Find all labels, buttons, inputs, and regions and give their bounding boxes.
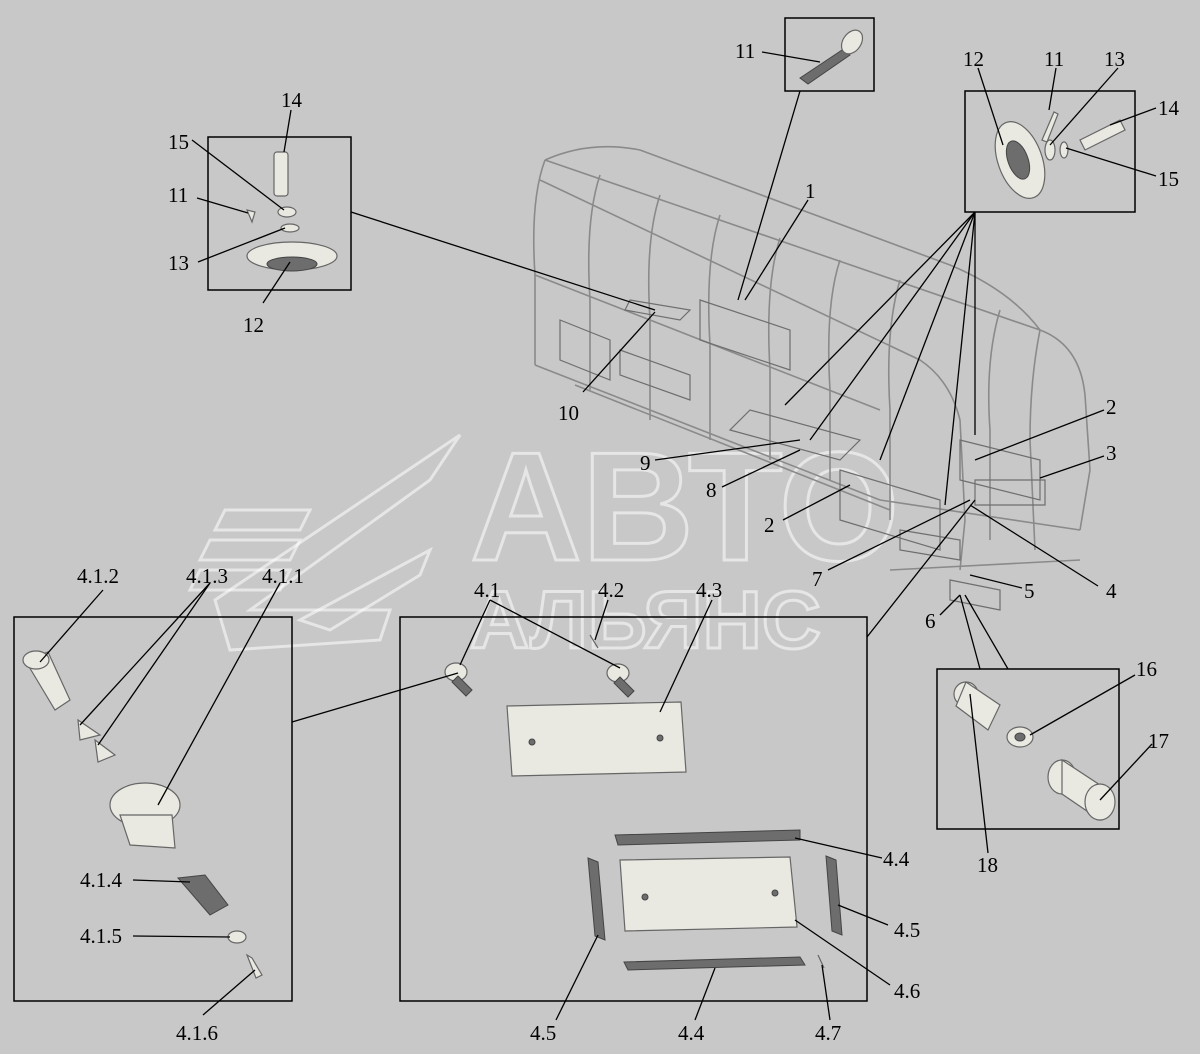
label-4-2: 4.2 [598, 578, 624, 602]
hatch-assembly-parts [444, 634, 843, 971]
label-7: 7 [812, 567, 823, 591]
label-4: 4 [1106, 579, 1117, 603]
label-15-right: 15 [1158, 167, 1179, 191]
label-18: 18 [977, 853, 998, 877]
label-14-left: 14 [281, 88, 303, 112]
label-4-1-4: 4.1.4 [80, 868, 123, 892]
label-4-1-2: 4.1.2 [77, 564, 119, 588]
label-11-top: 11 [735, 39, 755, 63]
label-4-1-5: 4.1.5 [80, 924, 122, 948]
label-4-7: 4.7 [815, 1021, 841, 1045]
right-hinge-parts [994, 111, 1126, 199]
left-hinge-parts [245, 151, 338, 272]
watermark-line2: АЛЬЯНС [470, 575, 821, 666]
label-4-5-right: 4.5 [894, 918, 920, 942]
hatch-plate-bottom [619, 856, 798, 932]
label-12-left: 12 [243, 313, 264, 337]
label-4-5-bottom: 4.5 [530, 1021, 556, 1045]
label-13-right: 13 [1104, 47, 1125, 71]
label-16: 16 [1136, 657, 1157, 681]
label-4-3: 4.3 [696, 578, 722, 602]
lock-assembly-parts [22, 650, 263, 979]
part-labels: 11 1 14 15 11 13 12 10 12 11 13 14 15 2 … [77, 39, 1180, 1045]
label-14-right: 14 [1158, 96, 1180, 120]
callout-box-lock-assembly [13, 616, 293, 1002]
label-4-1-1: 4.1.1 [262, 564, 304, 588]
callout-box-roller [936, 668, 1120, 830]
watermark-line1: АВТО [470, 420, 899, 593]
leader-lines [39, 51, 1157, 1021]
label-1: 1 [805, 179, 816, 203]
label-2-lower: 2 [764, 513, 775, 537]
label-4-1-6: 4.1.6 [176, 1021, 218, 1045]
label-4-1-3: 4.1.3 [186, 564, 228, 588]
roller-parts [953, 681, 1116, 822]
label-17: 17 [1148, 729, 1169, 753]
label-10: 10 [558, 401, 579, 425]
label-5: 5 [1024, 579, 1035, 603]
callout-box-hatch-assembly [399, 616, 868, 1002]
label-4-4-bottom: 4.4 [678, 1021, 705, 1045]
watermark-logo: АВТО АЛЬЯНС [187, 419, 901, 668]
label-9: 9 [640, 451, 651, 475]
label-4-6: 4.6 [894, 979, 920, 1003]
callout-box-top-pin [784, 17, 875, 92]
callout-box-right-hinge [964, 90, 1136, 213]
label-11-left: 11 [168, 183, 188, 207]
label-4-4-right: 4.4 [883, 847, 910, 871]
label-11-right: 11 [1044, 47, 1064, 71]
pin-part [799, 29, 864, 85]
label-15-left: 15 [168, 130, 189, 154]
label-6: 6 [925, 609, 936, 633]
callout-box-left-hinge [207, 136, 352, 291]
label-2-upper: 2 [1106, 395, 1117, 419]
bus-frame-cage [532, 145, 1091, 611]
label-4-1: 4.1 [474, 578, 500, 602]
hatch-plate-top [506, 701, 687, 777]
label-13-left: 13 [168, 251, 189, 275]
label-12-right: 12 [963, 47, 984, 71]
label-8: 8 [706, 478, 717, 502]
label-3: 3 [1106, 441, 1117, 465]
